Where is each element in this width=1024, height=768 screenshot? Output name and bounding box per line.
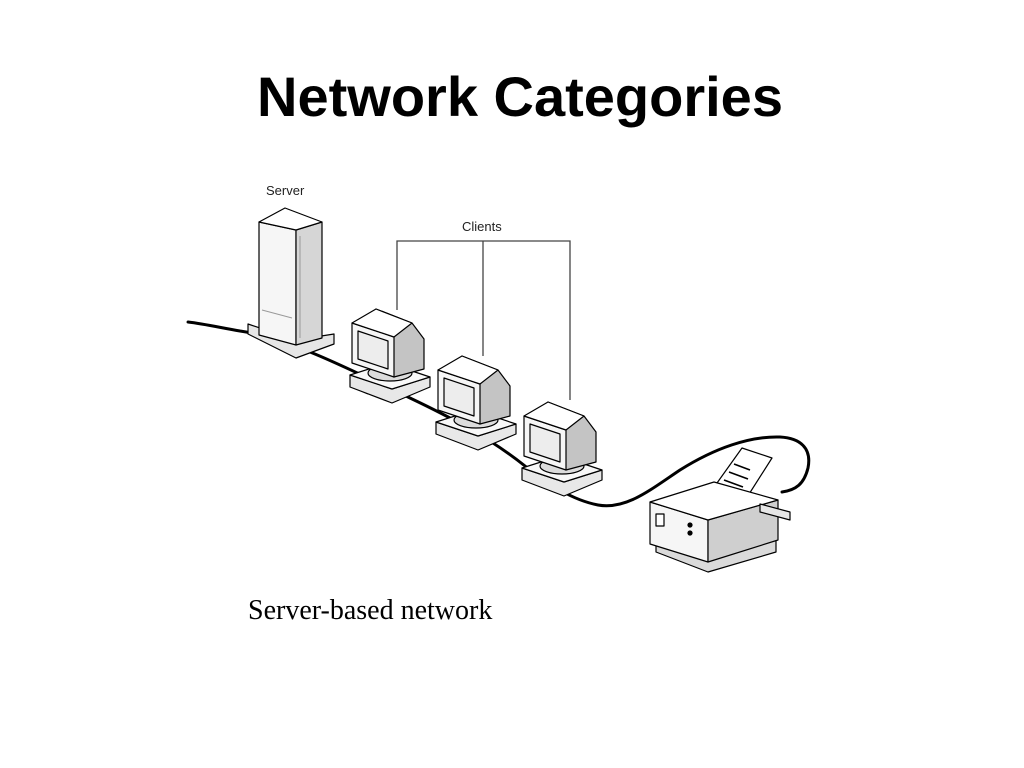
printer-icon: [649, 447, 791, 573]
server-label: Server: [266, 183, 305, 198]
client-computer-3: [521, 401, 603, 497]
desktop-computer-icon: [349, 308, 431, 404]
client-computer-2: [435, 355, 517, 451]
clients-bracket: [396, 240, 571, 400]
desktop-computer-icon: [435, 355, 517, 451]
clients-label: Clients: [462, 219, 502, 234]
diagram-caption: Server-based network: [248, 595, 493, 626]
desktop-computer-icon: [521, 401, 603, 497]
client-computer-1: [349, 308, 431, 404]
slide-title: Network Categories: [257, 65, 783, 128]
server-tower-icon: [247, 207, 335, 359]
